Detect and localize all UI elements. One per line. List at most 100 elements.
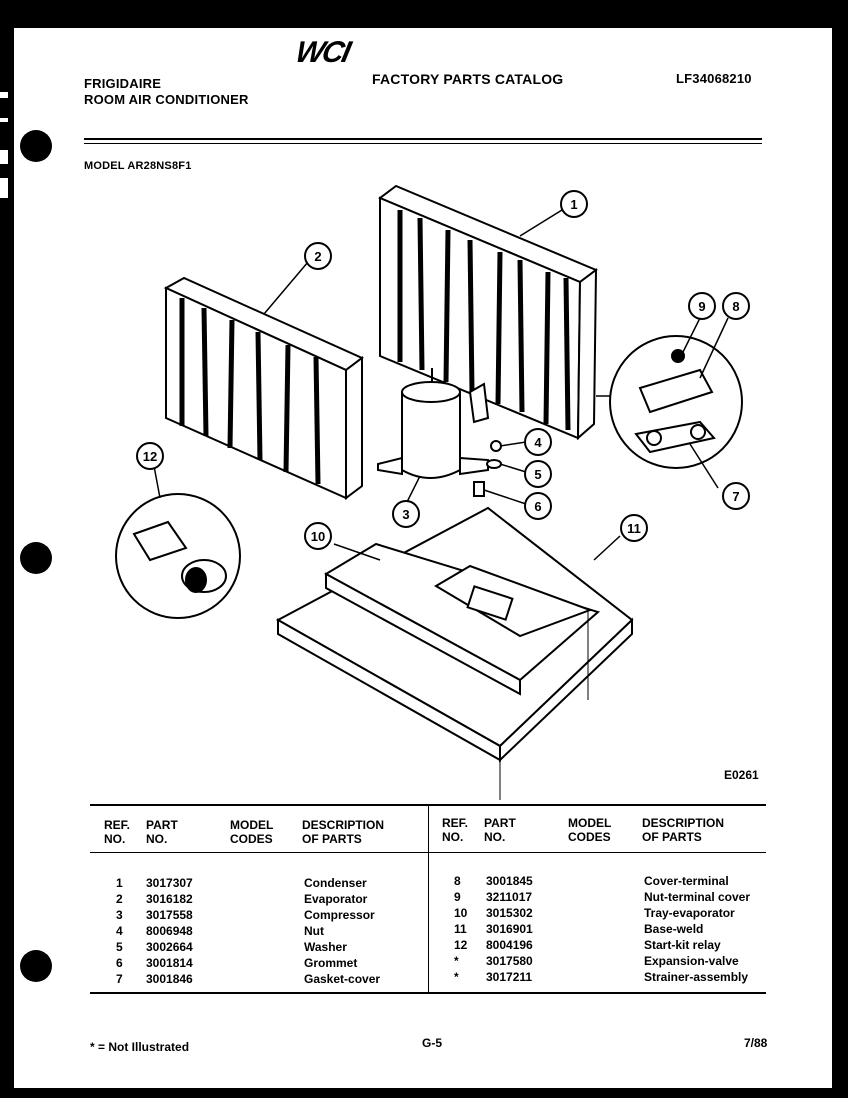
scan-edge-mark (0, 150, 8, 164)
table-cell-ref: 1 (116, 876, 123, 890)
table-cell-description: Tray-evaporator (644, 906, 735, 920)
table-cell-description: Gasket-cover (304, 972, 381, 986)
table-rule-bottom (90, 992, 766, 994)
table-cell-part-no: 3015302 (486, 906, 533, 920)
callout-7 (722, 482, 750, 510)
table-cell-ref: * (454, 970, 459, 984)
table-cell-ref: 10 (454, 906, 468, 920)
condenser-illustration (378, 184, 598, 441)
table-cell-part-no: 3017211 (486, 970, 533, 984)
callout-12 (136, 442, 164, 470)
table-cell-description: Condenser (304, 876, 367, 890)
callout-label: 3 (402, 507, 409, 522)
table-cell-description: Evaporator (304, 892, 368, 906)
compressor-illustration (377, 368, 490, 479)
table-cell-ref: 6 (116, 956, 123, 970)
model-number: MODEL AR28NS8F1 (84, 160, 192, 172)
table-cell-description: Grommet (304, 956, 358, 970)
binder-hole-top (20, 130, 52, 162)
callout-label: 10 (311, 529, 325, 544)
callout-leaders (153, 209, 729, 561)
table-cell-description: Cover-terminal (644, 874, 729, 888)
callout-9 (688, 292, 716, 320)
table-cell-ref: 12 (454, 938, 468, 952)
grommet-illustration (473, 481, 485, 497)
scan-edge-mark (0, 118, 8, 122)
callout-6 (524, 492, 552, 520)
callout-label: 5 (534, 467, 541, 482)
table-cell-part-no: 3002664 (146, 940, 193, 954)
callout-4 (524, 428, 552, 456)
table-cell-description: Nut-terminal cover (644, 890, 751, 904)
binder-hole-bottom (20, 950, 52, 982)
table-cell-part-no: 8004196 (486, 938, 533, 952)
table-cell-description: Expansion-valve (644, 954, 739, 968)
callout-3 (392, 500, 420, 528)
callout-label: 8 (732, 299, 739, 314)
table-cell-ref: 4 (116, 924, 123, 938)
evaporator-illustration (163, 276, 364, 500)
table-cell-part-no: 3016182 (146, 892, 193, 906)
binder-hole-middle (20, 542, 52, 574)
table-cell-part-no: 3016901 (486, 922, 533, 936)
exploded-parts-diagram: 1 2 3 4 5 6 7 8 9 10 11 12 (115, 184, 750, 800)
catalog-title: FACTORY PARTS CATALOG (372, 71, 564, 87)
callout-10 (304, 522, 332, 550)
brand-name: FRIGIDAIRE (84, 76, 162, 91)
table-cell-description: Base-weld (644, 922, 704, 936)
table-cell-ref: 2 (116, 892, 123, 906)
table-cell-ref: 7 (116, 972, 123, 986)
table-cell-part-no: 3017558 (146, 908, 193, 922)
table-cell-description: Washer (304, 940, 347, 954)
terminal-cover-detail (609, 335, 743, 469)
table-cell-ref: * (454, 954, 459, 968)
callout-label: 12 (143, 449, 157, 464)
product-name: ROOM AIR CONDITIONER (84, 92, 249, 107)
callout-2 (304, 242, 332, 270)
header-ref-no: REF.NO. (442, 816, 469, 844)
table-cell-description: Strainer-assembly (644, 970, 749, 984)
table-cell-ref: 9 (454, 890, 461, 904)
document-number: LF34068210 (676, 71, 752, 86)
table-cell-part-no: 3211017 (486, 890, 533, 904)
table-cell-part-no: 3017307 (146, 876, 193, 890)
table-cell-description: Compressor (304, 908, 375, 922)
header-rule-top (84, 138, 762, 140)
table-cell-ref: 5 (116, 940, 123, 954)
header-rule-bottom (84, 143, 762, 144)
table-column-divider (428, 806, 429, 992)
table-rule-top (90, 804, 766, 806)
revision-date: 7/88 (744, 1036, 768, 1050)
table-cell-part-no: 8006948 (146, 924, 193, 938)
base-assembly-illustration (275, 506, 634, 800)
table-cell-ref: 3 (116, 908, 123, 922)
table-cell-description: Nut (304, 924, 324, 938)
nut-illustration (490, 440, 502, 452)
page-number: G-5 (422, 1036, 443, 1050)
table-cell-part-no: 3017580 (486, 954, 533, 968)
callout-label: 4 (534, 435, 542, 450)
callout-label: 9 (698, 299, 705, 314)
callout-1 (560, 190, 588, 218)
figure-code: E0261 (724, 768, 759, 782)
table-cell-part-no: 3001845 (486, 874, 533, 888)
washer-illustration (486, 459, 502, 469)
scan-edge-mark (0, 92, 8, 98)
callout-label: 6 (534, 499, 541, 514)
callout-label: 7 (732, 489, 739, 504)
header-ref-no: REF.NO. (104, 818, 131, 846)
callout-label: 2 (314, 249, 321, 264)
callout-label: 1 (570, 197, 577, 212)
table-cell-part-no: 3001846 (146, 972, 193, 986)
start-relay-detail (115, 493, 241, 619)
table-cell-description: Start-kit relay (644, 938, 721, 952)
callout-11 (620, 514, 648, 542)
callout-5 (524, 460, 552, 488)
footnote-not-illustrated: * = Not Illustrated (90, 1040, 190, 1054)
